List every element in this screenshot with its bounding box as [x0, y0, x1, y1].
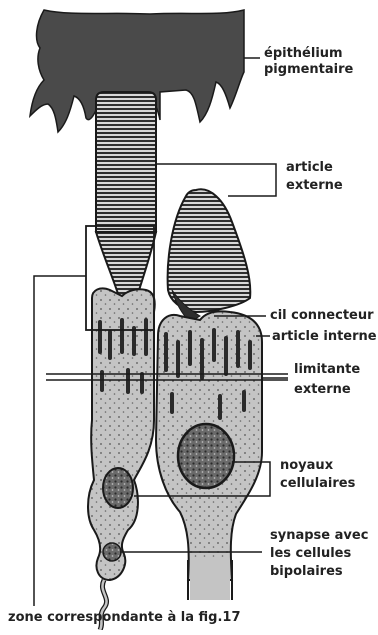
label-connecting-cilium: cil connecteur: [270, 308, 374, 324]
label-nuclei-line1: noyaux: [280, 458, 333, 474]
label-outer-limiting-line1: limitante: [294, 362, 360, 378]
label-outer-segment-line2: externe: [286, 178, 343, 194]
label-inner-segment: article interne: [272, 329, 377, 345]
label-synapse-line2: les cellules: [270, 546, 351, 562]
rod-spherule: [103, 543, 121, 561]
label-zone-caption: zone correspondante à la fig.17: [8, 610, 241, 626]
label-synapse-line3: bipolaires: [270, 564, 343, 580]
label-outer-limiting-line2: externe: [294, 382, 351, 398]
rod-outer-segment: [96, 92, 156, 232]
label-epithelium-line1: épithélium: [264, 46, 343, 62]
label-outer-segment-line1: article: [286, 160, 333, 176]
rod-nucleus: [103, 468, 133, 508]
label-synapse-line1: synapse avec: [270, 528, 368, 544]
cone-outer-segment: [168, 189, 251, 312]
label-nuclei-line2: cellulaires: [280, 476, 355, 492]
cone-nucleus: [178, 424, 234, 488]
label-epithelium-line2: pigmentaire: [264, 62, 353, 78]
